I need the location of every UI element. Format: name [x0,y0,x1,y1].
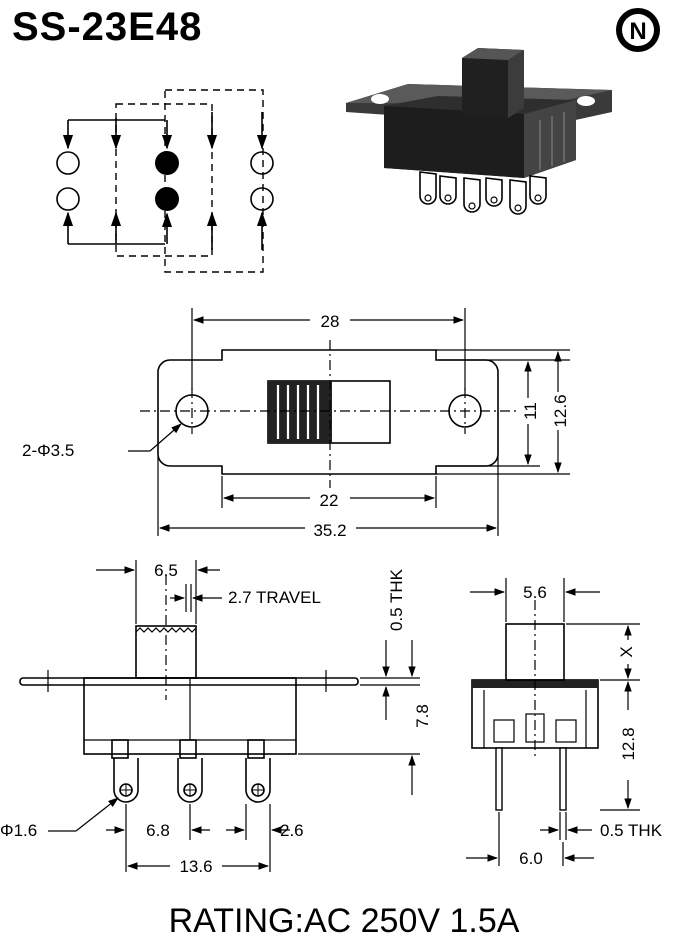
side-plate [19,677,359,686]
dim-travel: 2.7 TRAVEL [228,588,321,607]
dim-total-height: 12.6 [551,394,570,427]
terminal-outer-2 [56,187,80,211]
dim-pin-spacing: 2.6 [280,821,304,840]
terminal-common-1 [155,151,179,175]
terminal-common-2 [155,187,179,211]
dim-knob-width: 6.5 [154,561,178,580]
dim-pin-span: 13.6 [179,857,212,876]
dim-body-height: 7.8 [413,704,432,728]
terminal-outer-4 [250,187,274,211]
top-view: 28 22 35.2 11 12.6 2-Φ3.5 [22,308,570,540]
dim-end-height: 12.8 [619,727,638,760]
circuit-schematic [56,89,274,273]
end-view: 5.6 X 12.8 0.5 THK 6.0 [466,578,663,868]
end-knob [505,623,565,681]
dim-plate-thickness: 0.5 THK [387,568,406,631]
dim-plate-height: 11 [521,402,540,420]
dim-knob-height: X [617,646,636,657]
dim-overall-width: 35.2 [313,521,346,540]
dim-pin-diameter: Φ1.6 [0,821,37,840]
dim-pin-thickness: 0.5 THK [600,821,663,840]
side-view: 6.5 2.7 TRAVEL 0.5 THK 7.8 Φ1.6 6.8 2.6 [0,560,432,876]
switch-position-1-outline [115,103,213,257]
switch-3d-illustration [346,48,612,215]
rating-text: RATING:AC 250V 1.5A [169,902,520,940]
terminal-outer-1 [56,151,80,175]
dim-end-knob-width: 5.6 [523,583,547,602]
dim-pin-pitch: 6.8 [146,821,170,840]
hole-callout: 2-Φ3.5 [22,441,74,460]
brand-logo: N [616,8,660,52]
terminal-outer-3 [250,151,274,175]
dim-body-width: 22 [320,491,339,510]
dim-hole-spacing: 28 [321,312,340,331]
part-number-title: SS-23E48 [12,5,202,49]
logo-letter: N [629,18,646,45]
switch-position-2-outline [164,89,264,273]
dim-pin-width: 6.0 [519,849,543,868]
